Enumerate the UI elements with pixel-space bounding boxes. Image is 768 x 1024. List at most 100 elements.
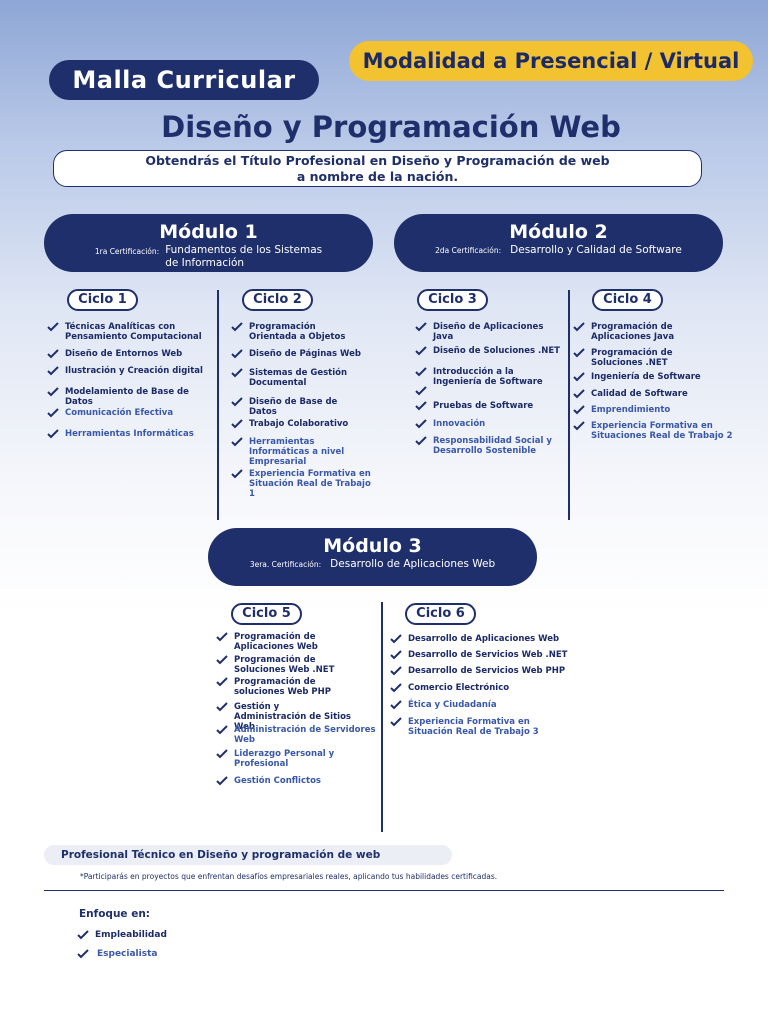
module-certification: 3era. Certificación: Desarrollo de Aplic…	[208, 558, 537, 571]
list-item: Pruebas de Software	[415, 401, 565, 411]
ciclo-4-badge: Ciclo 4	[592, 289, 663, 311]
item-label: Gestión Conflictos	[234, 776, 321, 786]
list-item: Programación Orientada a Objetos	[231, 322, 366, 342]
list-item: Herramientas Informáticas a nivel Empres…	[231, 437, 376, 467]
list-item: Diseño de Aplicaciones Java	[415, 322, 565, 342]
list-item: Administración de Servidores Web	[216, 725, 376, 745]
check-icon	[415, 401, 427, 411]
divider-line	[381, 602, 383, 832]
check-icon	[390, 650, 402, 660]
check-icon	[216, 702, 228, 712]
item-label: Especialista	[97, 949, 158, 959]
check-icon	[47, 408, 59, 418]
check-icon	[216, 725, 228, 735]
check-icon	[390, 700, 402, 710]
certification-value: Fundamentos de los Sistemas de Informaci…	[165, 244, 322, 270]
item-label: Diseño de Entornos Web	[65, 349, 183, 359]
list-item: Programación de Soluciones Web .NET	[216, 655, 361, 675]
check-icon	[390, 666, 402, 676]
list-item: Responsabilidad Social y Desarrollo Sost…	[415, 436, 565, 456]
item-label: Empleabilidad	[95, 930, 167, 940]
ciclo-2-badge: Ciclo 2	[242, 289, 313, 311]
item-label: Modelamiento de Base de Datos	[65, 387, 189, 407]
item-label: Comunicación Efectiva	[65, 408, 174, 418]
list-item: Desarrollo de Servicios Web PHP	[390, 666, 570, 676]
check-icon	[216, 677, 228, 687]
certification-label: 2da Certificación:	[435, 246, 502, 255]
page-title: Diseño y Programación Web	[161, 110, 621, 144]
item-label: Herramientas Informáticas a nivel Empres…	[249, 437, 345, 467]
list-item: Gestión Conflictos	[216, 776, 366, 786]
item-label: Programación de Soluciones .NET	[591, 348, 673, 368]
list-item: Desarrollo de Aplicaciones Web	[390, 634, 570, 644]
enfoque-title: Enfoque en:	[79, 908, 150, 920]
module-2-banner: Módulo 2 2da Certificación: Desarrollo y…	[394, 214, 723, 272]
check-icon	[415, 436, 427, 446]
item-label: Experiencia Formativa en Situaciones Rea…	[591, 421, 733, 441]
check-icon	[231, 368, 243, 378]
check-icon	[415, 386, 427, 396]
list-item: Sistemas de Gestión Documental	[231, 368, 351, 388]
ciclo-5-badge: Ciclo 5	[231, 603, 302, 625]
ciclo-1-badge: Ciclo 1	[67, 289, 138, 311]
item-label: Experiencia Formativa en Situación Real …	[249, 469, 371, 499]
list-item: Programación de Aplicaciones Java	[573, 322, 733, 342]
list-item: Ética y Ciudadanía	[390, 700, 570, 710]
module-title: Módulo 3	[323, 535, 422, 557]
check-icon	[216, 776, 228, 786]
check-icon	[47, 387, 59, 397]
module-certification: 1ra Certificación: Fundamentos de los Si…	[44, 244, 373, 270]
list-item: Emprendimiento	[573, 405, 723, 415]
item-label: Diseño de Base de Datos	[249, 397, 338, 417]
list-item: Experiencia Formativa en Situación Real …	[231, 469, 376, 499]
check-icon	[231, 419, 243, 429]
check-icon	[47, 349, 59, 359]
list-item: Comercio Electrónico	[390, 683, 570, 693]
subtitle-box: Obtendrás el Título Profesional en Diseñ…	[53, 150, 702, 187]
list-item: Diseño de Soluciones .NET	[415, 346, 565, 356]
check-icon	[47, 366, 59, 376]
check-icon	[573, 348, 585, 358]
enfoque-item: Empleabilidad	[77, 930, 277, 940]
item-label: Desarrollo de Aplicaciones Web	[408, 634, 560, 644]
divider-line	[568, 290, 570, 520]
item-label: Liderazgo Personal y Profesional	[234, 749, 335, 769]
ciclo-6-badge: Ciclo 6	[405, 603, 476, 625]
check-icon	[415, 346, 427, 356]
certification-label: 1ra Certificación:	[94, 247, 160, 256]
list-item: Programación de Soluciones .NET	[573, 348, 723, 368]
check-icon	[216, 749, 228, 759]
item-label: Programación de Aplicaciones Java	[591, 322, 675, 342]
item-label: Técnicas Analíticas con Pensamiento Comp…	[65, 322, 202, 342]
check-icon	[390, 683, 402, 693]
list-item: Comunicación Efectiva	[47, 408, 212, 418]
check-icon	[573, 389, 585, 399]
check-icon	[231, 469, 243, 479]
item-label: Calidad de Software	[591, 389, 688, 399]
item-label: Programación Orientada a Objetos	[249, 322, 346, 342]
list-item: Gestión y Administración de Sitios Web	[216, 702, 351, 732]
check-icon	[573, 405, 585, 415]
check-icon	[415, 322, 427, 332]
certification-label: 3era. Certificación:	[249, 560, 322, 569]
item-label: Diseño de Soluciones .NET	[433, 346, 560, 356]
list-item: Herramientas Informáticas	[47, 429, 212, 439]
module-3-banner: Módulo 3 3era. Certificación: Desarrollo…	[208, 528, 537, 586]
check-icon	[77, 949, 89, 959]
list-item: Desarrollo de Servicios Web .NET	[390, 650, 570, 660]
list-item: Trabajo Colaborativo	[231, 419, 366, 429]
list-item: Programación de soluciones Web PHP	[216, 677, 366, 697]
check-icon	[415, 367, 427, 377]
check-icon	[573, 421, 585, 431]
check-icon	[415, 419, 427, 429]
subtitle-line-2: a nombre de la nación.	[296, 169, 459, 184]
item-label: Desarrollo de Servicios Web PHP	[408, 666, 566, 676]
check-icon	[573, 372, 585, 382]
item-label: Herramientas Informáticas	[65, 429, 194, 439]
list-item: Innovación	[415, 419, 565, 429]
item-label: Comercio Electrónico	[408, 683, 510, 693]
item-label: Diseño de Páginas Web	[249, 349, 361, 359]
list-item: Modelamiento de Base de Datos	[47, 387, 217, 407]
list-item: Liderazgo Personal y Profesional	[216, 749, 341, 769]
list-item: Técnicas Analíticas con Pensamiento Comp…	[47, 322, 212, 342]
